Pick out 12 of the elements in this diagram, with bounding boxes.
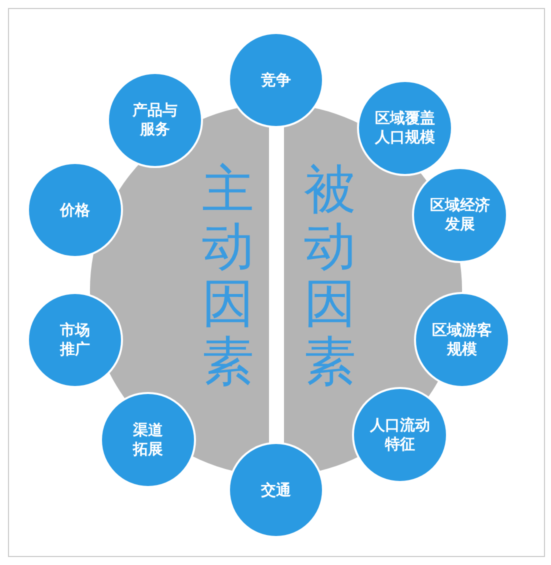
- factor-label: 市场推广: [60, 321, 90, 359]
- vertical-heading: 被动因素: [304, 162, 356, 391]
- factor-label: 渠道拓展: [133, 421, 163, 459]
- factor-label: 人口流动特征: [370, 416, 430, 454]
- vertical-heading: 主动因素: [202, 162, 254, 391]
- factor-label: 区域游客规模: [432, 321, 492, 359]
- factor-label: 交通: [261, 480, 291, 500]
- factor-label: 价格: [60, 200, 90, 220]
- factor-label: 竞争: [261, 70, 291, 90]
- factor-label: 产品与服务: [132, 101, 178, 139]
- factor-label: 区域经济发展: [430, 196, 490, 234]
- factor-label: 区域覆盖人口规模: [375, 109, 435, 147]
